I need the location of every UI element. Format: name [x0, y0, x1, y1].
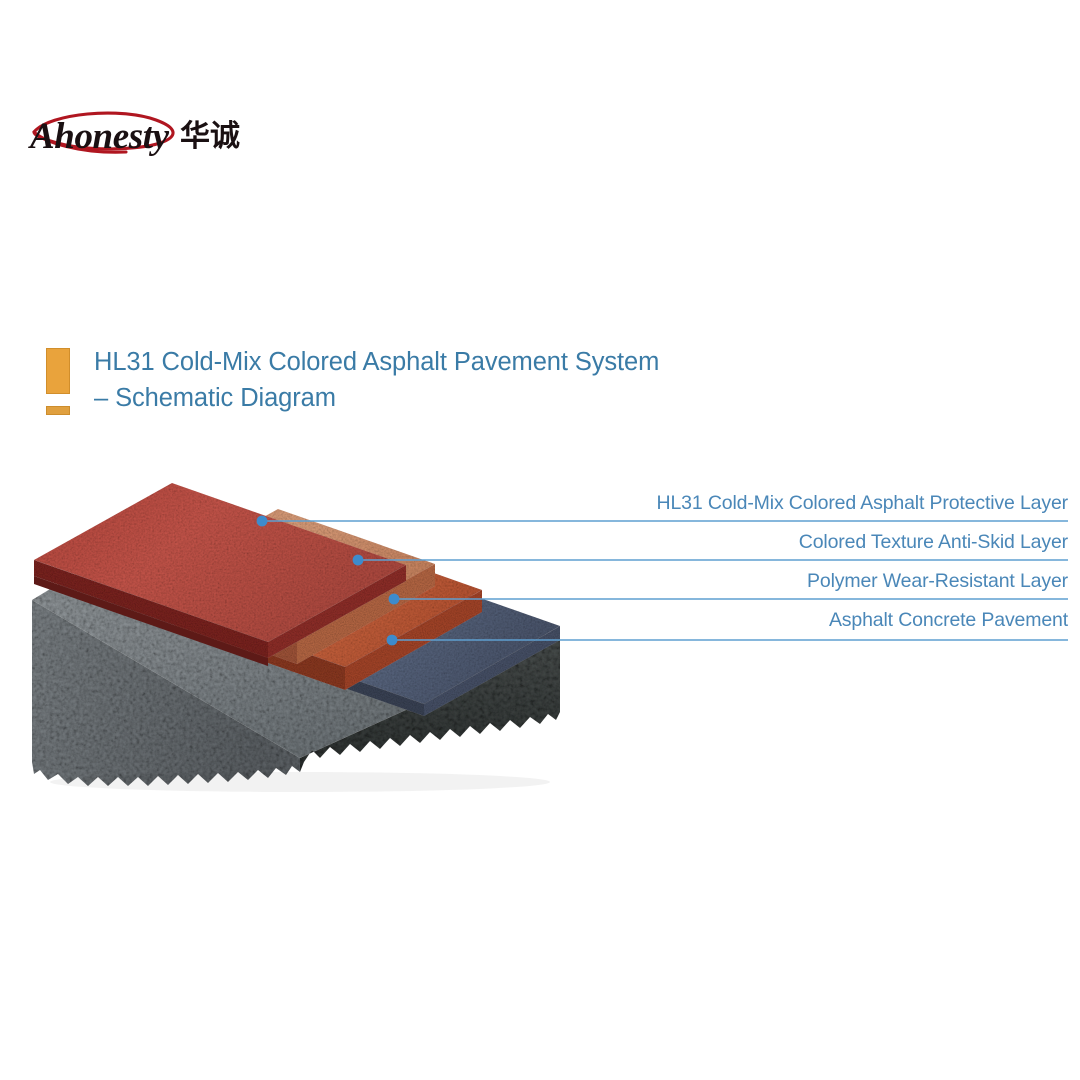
page-title: HL31 Cold-Mix Colored Asphalt Pavement S…	[94, 348, 660, 412]
logo-wordmark: Ahonesty	[28, 116, 170, 157]
logo-wordmark-cn: 华诚	[180, 119, 240, 154]
page-title-block: HL31 Cold-Mix Colored Asphalt Pavement S…	[46, 344, 806, 416]
logo-swoosh-tail-icon	[32, 130, 128, 154]
brand-logo: Ahonesty 华诚	[28, 108, 258, 164]
callout-label-anti-skid: Colored Texture Anti-Skid Layer	[798, 531, 1068, 553]
callout-label-asphalt-concrete-pavement: Asphalt Concrete Pavement	[828, 609, 1068, 631]
callout-label-hl31-protective: HL31 Cold-Mix Colored Asphalt Protective…	[656, 492, 1069, 514]
title-marker-bar-small	[46, 406, 70, 415]
logo-graphic: Ahonesty 华诚	[28, 111, 240, 157]
title-marker-bar-large	[46, 348, 70, 394]
callout-label-polymer-wear-resistant: Polymer Wear-Resistant Layer	[807, 570, 1068, 592]
title-marker	[46, 344, 70, 415]
